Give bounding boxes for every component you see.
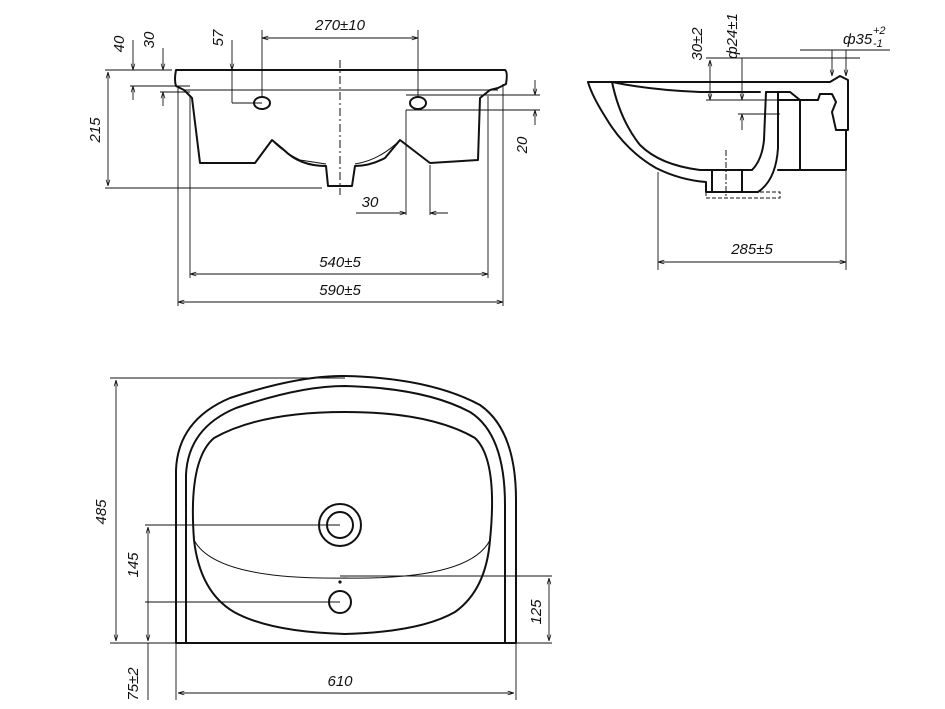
label-590: 590±5 <box>319 282 361 299</box>
side-waste-outlet <box>711 169 743 193</box>
top-view: 485 145 125 75±2 610 <box>93 374 552 701</box>
label-30pm2: 30±2 <box>689 27 706 61</box>
label-145: 145 <box>125 552 142 578</box>
top-outer-outline <box>175 374 517 644</box>
label-540: 540±5 <box>319 254 361 271</box>
label-35-sub: -1 <box>873 38 883 50</box>
top-bowl-outline <box>191 411 494 635</box>
label-215: 215 <box>87 117 104 144</box>
label-30b: 30 <box>362 194 379 211</box>
side-rim <box>587 75 849 131</box>
side-shell-section <box>587 81 713 193</box>
front-tap-hole-right <box>409 96 427 110</box>
side-back-wall <box>777 99 847 171</box>
side-outlet-cap <box>705 191 781 199</box>
label-270: 270±10 <box>314 17 366 34</box>
label-35-sup: +2 <box>873 25 886 37</box>
front-bowl-curve <box>271 139 401 165</box>
label-24: ф24±1 <box>724 13 741 59</box>
label-35: ф35 <box>843 31 873 48</box>
label-30: 30 <box>141 31 158 48</box>
label-610: 610 <box>327 673 353 690</box>
front-basin-outline <box>174 69 508 187</box>
front-view: 40 30 57 270±10 215 20 30 540±5 590±5 <box>87 17 540 306</box>
label-40: 40 <box>111 35 128 52</box>
label-485: 485 <box>93 499 110 525</box>
side-section-view: 30±2 ф24±1 ф35 +2 -1 285±5 <box>587 13 890 270</box>
label-57: 57 <box>210 29 227 46</box>
side-drain-section <box>741 91 779 193</box>
top-inner-outline <box>185 385 506 644</box>
label-125: 125 <box>528 599 545 625</box>
label-285: 285±5 <box>730 241 773 258</box>
label-75: 75±2 <box>125 667 142 701</box>
label-20: 20 <box>514 136 531 154</box>
